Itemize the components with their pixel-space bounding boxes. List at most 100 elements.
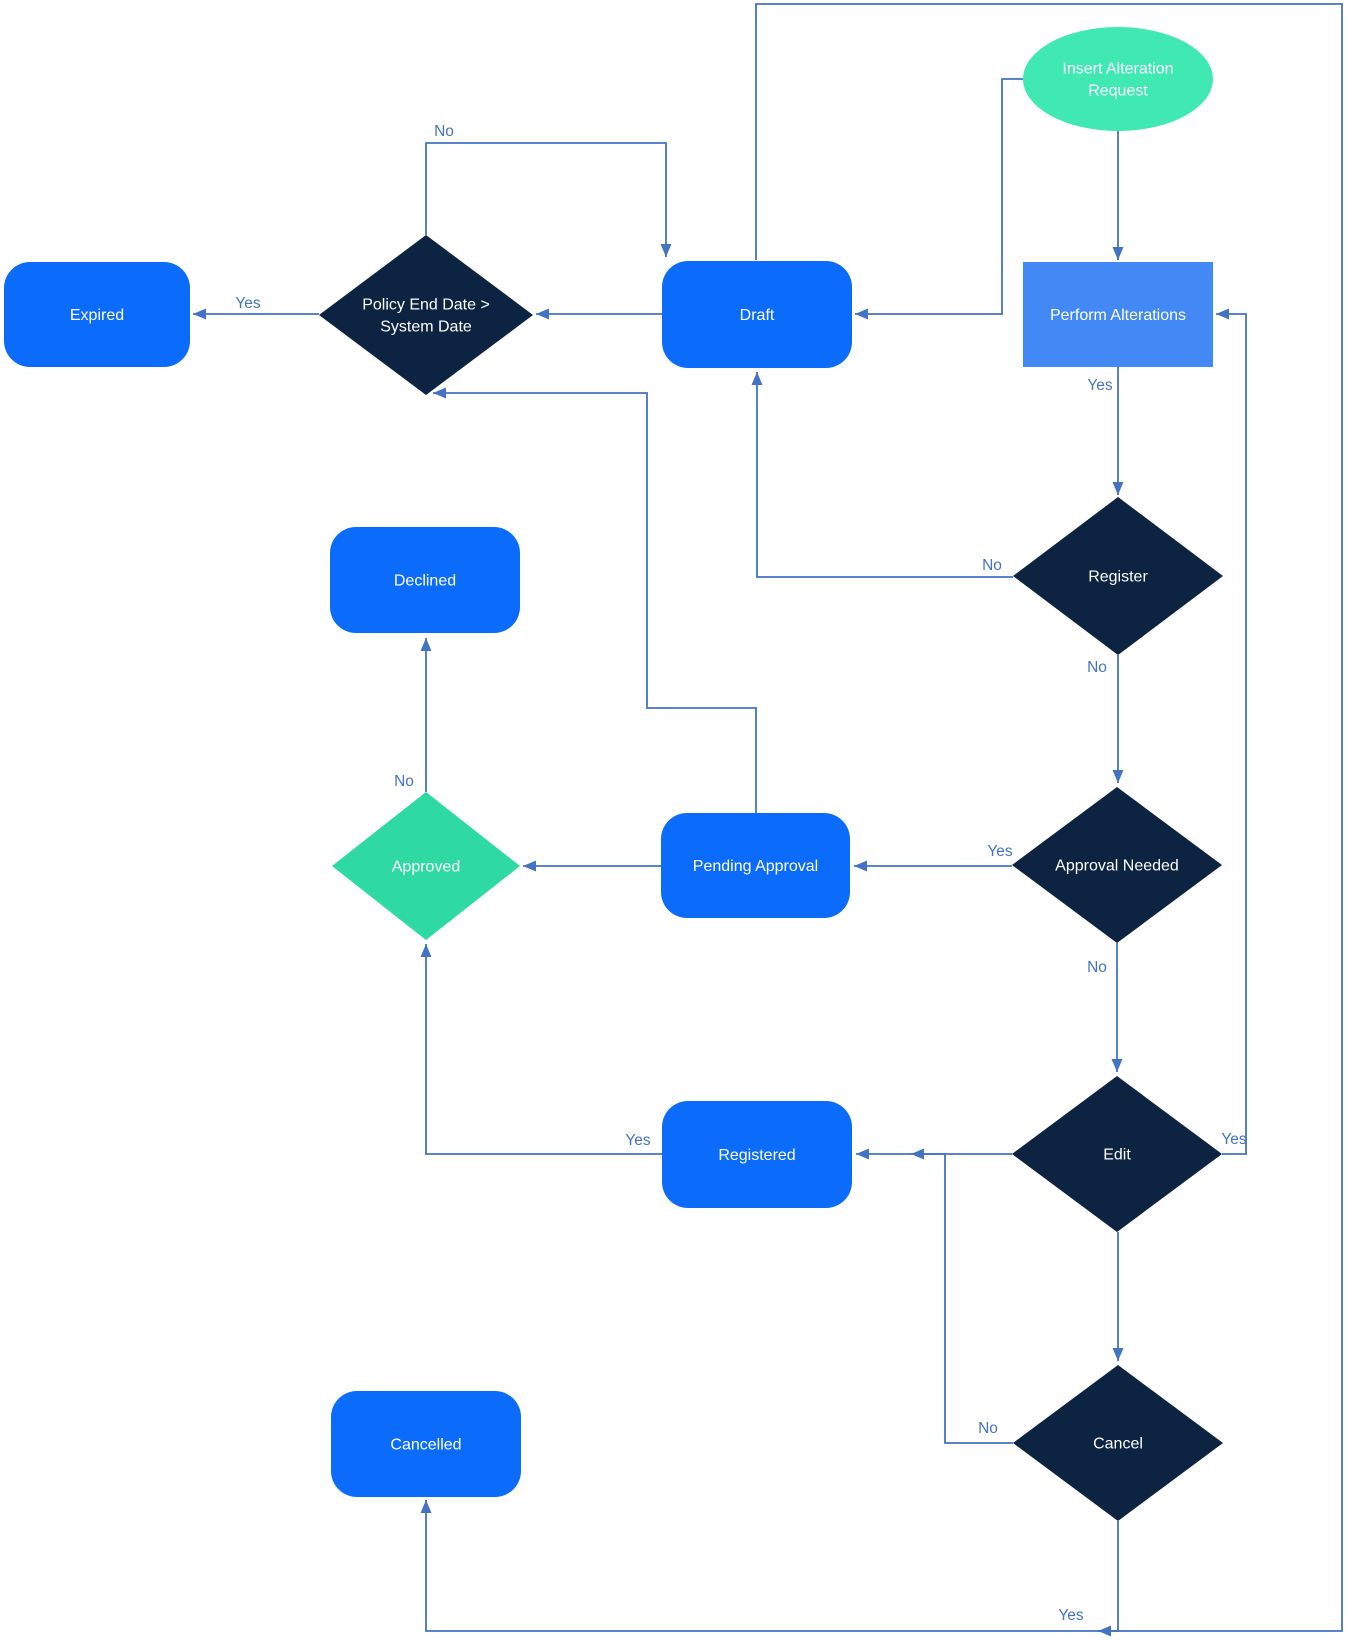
arrowhead-icon bbox=[856, 1148, 869, 1160]
edge-start-to-perform[interactable] bbox=[1112, 130, 1124, 260]
node-label: Draft bbox=[740, 307, 775, 324]
state-box-shape bbox=[661, 813, 850, 918]
edge-perform-yes-to-register[interactable] bbox=[1112, 367, 1124, 495]
node-label-line: Approval Needed bbox=[1055, 858, 1179, 875]
node-register[interactable]: Register bbox=[1013, 497, 1223, 655]
edge-label-register-no-to-approval-needed: No bbox=[1087, 659, 1107, 676]
node-label: Policy End Date >System Date bbox=[362, 297, 490, 336]
edge-register-no-to-draft[interactable] bbox=[751, 372, 1014, 578]
arrowhead-icon bbox=[1112, 1348, 1124, 1361]
process-box-shape bbox=[1023, 262, 1213, 367]
arrowhead-icon bbox=[1112, 247, 1124, 260]
edge-label-registered-yes-to-approved: Yes bbox=[625, 1132, 651, 1149]
edge-layer bbox=[193, 3, 1343, 1637]
edge-pending-to-approved[interactable] bbox=[523, 860, 661, 872]
node-label: Perform Alterations bbox=[1050, 307, 1186, 324]
edge-line bbox=[433, 392, 757, 813]
node-registered[interactable]: Registered bbox=[662, 1101, 852, 1208]
edge-approved-no-to-declined[interactable] bbox=[420, 638, 432, 792]
node-label: Expired bbox=[70, 307, 124, 324]
arrowhead-icon bbox=[911, 1148, 924, 1160]
decision-diamond-shape bbox=[1012, 1076, 1222, 1232]
state-box-shape bbox=[4, 262, 190, 367]
node-label-line: System Date bbox=[380, 319, 472, 336]
edge-start-to-draft[interactable] bbox=[855, 78, 1023, 320]
node-label: Cancel bbox=[1093, 1436, 1143, 1453]
edge-label-cancel-no-to-registered: No bbox=[978, 1420, 998, 1437]
decision-diamond-shape bbox=[1013, 497, 1223, 655]
edge-cancel-no-to-registered[interactable] bbox=[911, 1148, 1013, 1444]
node-policy-end-date[interactable]: Policy End Date >System Date bbox=[319, 235, 533, 395]
node-label-line: Cancelled bbox=[390, 1437, 461, 1454]
node-approved[interactable]: Approved bbox=[332, 792, 520, 940]
arrowhead-icon bbox=[536, 308, 549, 320]
arrowhead-icon bbox=[420, 638, 432, 651]
node-label: Approval Needed bbox=[1055, 858, 1179, 875]
edge-label-perform-yes-to-register: Yes bbox=[1087, 377, 1113, 394]
node-label-line: Edit bbox=[1103, 1147, 1131, 1164]
node-label-line: Cancel bbox=[1093, 1436, 1143, 1453]
edge-line bbox=[1216, 313, 1247, 1155]
node-label: Approved bbox=[392, 859, 461, 876]
edge-approval-no-to-edit[interactable] bbox=[1111, 943, 1123, 1072]
arrowhead-icon bbox=[420, 1500, 432, 1513]
edge-policy-no-to-draft[interactable] bbox=[425, 142, 672, 257]
edge-cancel-yes-to-bottom-line[interactable] bbox=[1098, 1521, 1119, 1637]
start-ellipse-shape bbox=[1023, 27, 1213, 131]
node-draft[interactable]: Draft bbox=[662, 261, 852, 368]
node-label-line: Perform Alterations bbox=[1050, 307, 1186, 324]
arrowhead-icon bbox=[1112, 770, 1124, 783]
edge-registered-yes-to-approved[interactable] bbox=[420, 944, 663, 1155]
arrowhead-icon bbox=[751, 372, 763, 385]
edge-line bbox=[855, 78, 1023, 315]
node-label-line: Registered bbox=[718, 1147, 795, 1164]
node-label-line: Expired bbox=[70, 307, 124, 324]
node-perform-alterations[interactable]: Perform Alterations bbox=[1023, 262, 1213, 367]
state-box-shape bbox=[331, 1391, 521, 1497]
state-box-shape bbox=[662, 261, 852, 368]
edge-label-edit-yes-to-perform: Yes bbox=[1221, 1131, 1247, 1148]
node-label-line: Register bbox=[1088, 569, 1148, 586]
node-cancelled[interactable]: Cancelled bbox=[331, 1391, 521, 1497]
decision-diamond-shape bbox=[332, 792, 520, 940]
state-box-shape bbox=[662, 1101, 852, 1208]
node-pending-approval[interactable]: Pending Approval bbox=[661, 813, 850, 918]
node-label: Declined bbox=[394, 573, 456, 590]
edge-edit-yes-to-perform[interactable] bbox=[1216, 308, 1247, 1155]
edge-line bbox=[425, 944, 662, 1155]
edge-approval-yes-to-pending[interactable] bbox=[854, 860, 1012, 872]
node-cancel[interactable]: Cancel bbox=[1013, 1365, 1223, 1521]
node-expired[interactable]: Expired bbox=[4, 262, 190, 367]
node-declined[interactable]: Declined bbox=[330, 527, 520, 633]
decision-diamond-shape bbox=[1012, 787, 1222, 943]
arrowhead-icon bbox=[193, 308, 206, 320]
arrowhead-icon bbox=[420, 944, 432, 957]
edge-line bbox=[756, 372, 1013, 578]
edge-edit-to-cancel[interactable] bbox=[1112, 1232, 1124, 1361]
edge-policy-yes-to-expired[interactable] bbox=[193, 308, 319, 320]
arrowhead-icon bbox=[433, 387, 446, 399]
edge-line bbox=[425, 142, 667, 257]
edge-label-policy-no-to-draft: No bbox=[434, 123, 454, 140]
edge-register-no-to-approval-needed[interactable] bbox=[1112, 655, 1124, 783]
edge-draft-loop-to-cancelled[interactable] bbox=[420, 3, 1343, 1632]
node-label-line: Declined bbox=[394, 573, 456, 590]
edge-label-register-no-to-draft: No bbox=[982, 557, 1002, 574]
edge-label-cancel-yes-to-bottom-line: Yes bbox=[1058, 1607, 1084, 1624]
arrowhead-icon bbox=[855, 308, 868, 320]
node-label: Edit bbox=[1103, 1147, 1131, 1164]
edge-draft-to-policy[interactable] bbox=[536, 308, 662, 320]
node-label-line: Request bbox=[1088, 83, 1148, 100]
edge-pending-to-policy[interactable] bbox=[433, 387, 757, 814]
arrowhead-icon bbox=[1111, 1059, 1123, 1072]
edge-line bbox=[911, 1153, 1013, 1444]
node-approval-needed[interactable]: Approval Needed bbox=[1012, 787, 1222, 943]
arrowhead-icon bbox=[854, 860, 867, 872]
node-edit[interactable]: Edit bbox=[1012, 1076, 1222, 1232]
node-label-line: Draft bbox=[740, 307, 775, 324]
node-label-line: Approved bbox=[392, 859, 461, 876]
